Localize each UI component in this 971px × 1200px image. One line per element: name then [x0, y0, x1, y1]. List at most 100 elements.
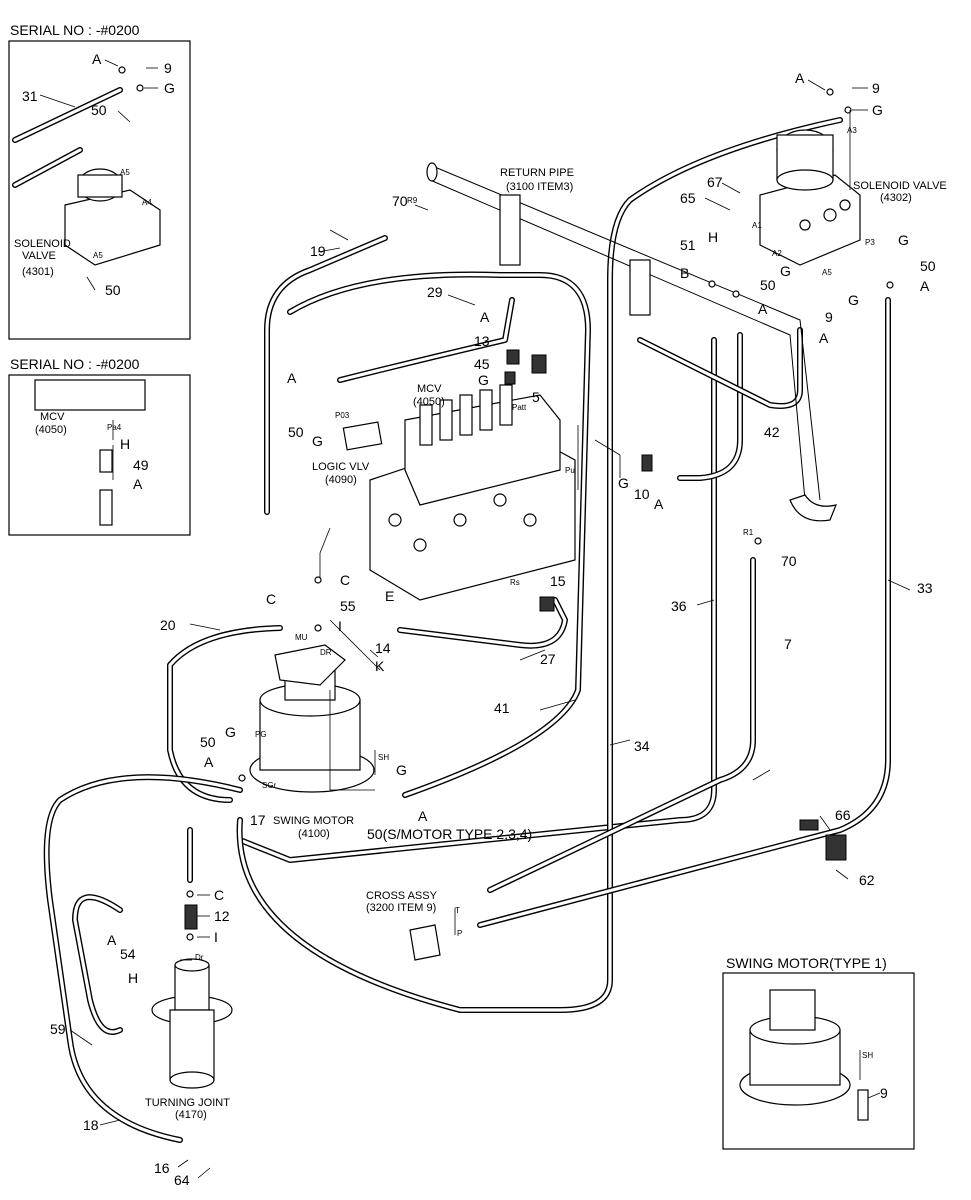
swing-motor-note: 50(S/MOTOR TYPE 2,3,4)	[367, 826, 532, 842]
logic-valve-label: LOGIC VLV	[312, 461, 370, 473]
port-label: MU	[295, 633, 308, 642]
return-pipe	[426, 162, 837, 522]
callout-9: 9	[872, 80, 880, 96]
callout-70: 70	[392, 193, 408, 209]
port-label: A5	[822, 268, 832, 277]
callout-70: 70	[781, 553, 797, 569]
callout-g: G	[898, 232, 909, 248]
solenoid-valve-code: (4302)	[880, 192, 912, 204]
port-label: R9	[407, 196, 418, 205]
fittings	[118, 66, 894, 941]
callout-50: 50	[91, 102, 107, 118]
callout-15: 15	[550, 573, 566, 589]
port-label: Pa4	[107, 423, 122, 432]
callout-k: K	[375, 658, 385, 674]
inset-title: SERIAL NO : -#0200	[10, 356, 140, 372]
cross-assy	[409, 924, 441, 961]
callout-i: I	[338, 618, 342, 634]
callout-b: B	[680, 265, 689, 281]
callout-62: 62	[859, 872, 875, 888]
callout-c: C	[214, 887, 224, 903]
component-labels: RETURN PIPE (3100 ITEM3) SOLENOID VALVE …	[14, 167, 947, 1121]
port-label: A3	[847, 126, 857, 135]
callout-13: 13	[474, 333, 490, 349]
port-label: SH	[378, 753, 389, 762]
callout-9: 9	[164, 60, 172, 76]
swing-motor-code: (4100)	[298, 828, 330, 840]
callout-14: 14	[375, 640, 391, 656]
port-label: Pu	[565, 466, 575, 475]
inset-frame	[722, 972, 915, 1150]
callout-55: 55	[340, 598, 356, 614]
turning-joint-4170	[151, 958, 233, 1089]
callout-50: 50	[105, 282, 121, 298]
mcv-label: MCV	[417, 383, 442, 395]
callout-50: 50	[920, 258, 936, 274]
callout-a: A	[418, 808, 428, 824]
callout-a: A	[133, 476, 143, 492]
turning-joint-label: TURNING JOINT	[145, 1097, 230, 1109]
callout-e: E	[385, 588, 394, 604]
callout-34: 34	[634, 738, 650, 754]
callout-h: H	[708, 229, 718, 245]
swing-motor-4100	[249, 644, 375, 793]
port-label: A1	[752, 221, 762, 230]
port-label: A2	[772, 249, 782, 258]
inset-solenoid-code: (4301)	[22, 266, 54, 278]
callout-50: 50	[200, 734, 216, 750]
callout-10: 10	[634, 486, 650, 502]
inset-frame	[8, 374, 191, 536]
callout-a: A	[287, 370, 297, 386]
callout-20: 20	[160, 617, 176, 633]
callout-c: C	[266, 591, 276, 607]
callout-g: G	[396, 762, 407, 778]
port-label: T	[455, 906, 460, 915]
solenoid-valve-4302	[759, 129, 861, 266]
mcv-4050	[369, 384, 576, 601]
callout-g: G	[848, 292, 859, 308]
logic-valve-4090	[342, 421, 383, 451]
callout-g: G	[618, 475, 629, 491]
port-label: A5	[120, 168, 130, 177]
inset-mid-left-parts	[34, 379, 146, 526]
port-labels: A5 A4 A5 A3 A2 A1 A5 P3 Pa4 P03 Patt Pu …	[93, 126, 875, 1060]
callout-a: A	[654, 496, 664, 512]
port-label: Dr	[195, 953, 204, 962]
callout-a: A	[480, 309, 490, 325]
callout-66: 66	[835, 807, 851, 823]
callout-a: A	[795, 70, 805, 86]
callout-c: C	[340, 572, 350, 588]
callout-a: A	[920, 278, 930, 294]
callout-i: I	[214, 929, 218, 945]
callout-65: 65	[680, 190, 696, 206]
callout-50: 50	[288, 424, 304, 440]
port-label: R1	[743, 528, 754, 537]
callout-12: 12	[214, 908, 230, 924]
inset-swing-motor-type1: SWING MOTOR(TYPE 1)	[722, 955, 915, 1150]
callout-51: 51	[680, 237, 696, 253]
logic-valve-code: (4090)	[325, 474, 357, 486]
inset-bottom-right-parts	[739, 989, 869, 1121]
callout-18: 18	[83, 1117, 99, 1133]
callout-g: G	[312, 433, 323, 449]
callout-g: G	[164, 80, 175, 96]
callout-31: 31	[22, 88, 38, 104]
solenoid-valve-label: SOLENOID VALVE	[853, 180, 947, 192]
callout-7: 7	[784, 636, 792, 652]
callout-41: 41	[494, 700, 510, 716]
callout-42: 42	[764, 424, 780, 440]
inset-top-left-parts	[64, 168, 161, 266]
callout-59: 59	[50, 1021, 66, 1037]
mcv-code: (4050)	[413, 396, 445, 408]
turning-joint-code: (4170)	[175, 1109, 207, 1121]
callout-33: 33	[917, 580, 933, 596]
leader-lines	[39, 59, 911, 1179]
callout-5: 5	[532, 389, 540, 405]
callout-h: H	[128, 970, 138, 986]
callout-a: A	[204, 754, 214, 770]
inset-frame	[8, 40, 191, 340]
return-pipe-label: RETURN PIPE	[500, 167, 574, 179]
callout-9: 9	[825, 309, 833, 325]
